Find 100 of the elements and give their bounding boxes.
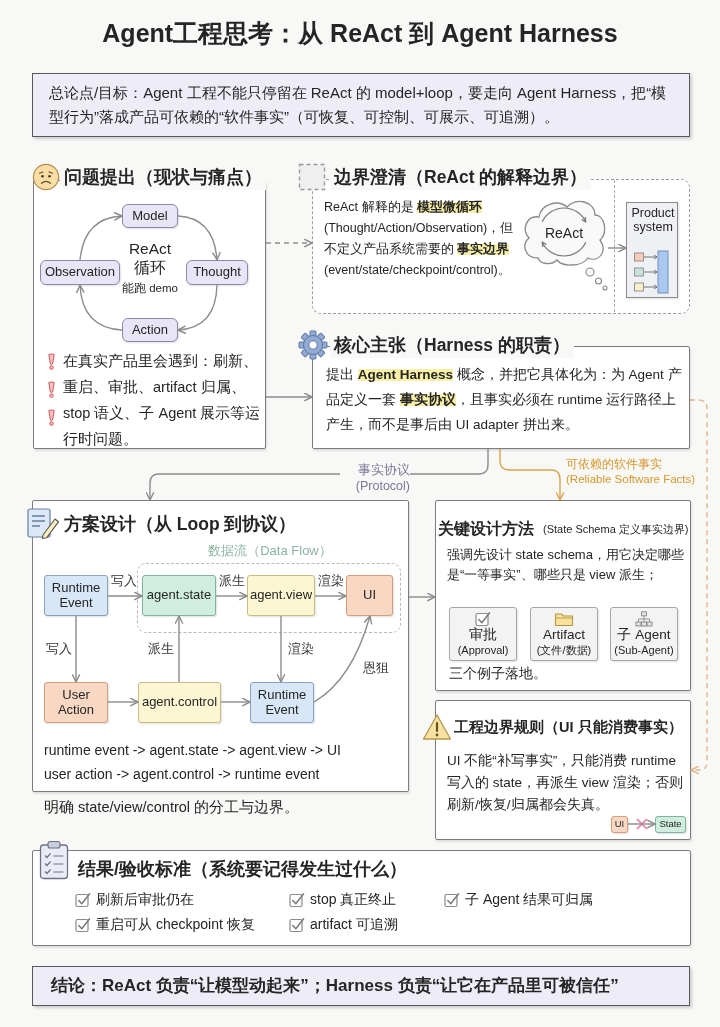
summary-text: 总论点/目标：Agent 工程不能只停留在 ReAct 的 model+loop，要走向 Agent Harness，把“模型行为”落成产品可依赖的“软件事实”（可恢复、可控制、可展示、可追溯）。 xyxy=(49,83,668,127)
process-box xyxy=(138,682,221,723)
page-title: Agent工程思考：从 ReAct 到 Agent Harness xyxy=(102,18,618,49)
process-box xyxy=(186,260,248,285)
section-heading: 工程边界规则（UI 只能消费事实） xyxy=(454,718,683,737)
edge-label: 写入 xyxy=(111,573,137,590)
curved-arrow xyxy=(177,284,218,334)
node-label: User Action xyxy=(56,687,96,718)
section-heading: 边界澄清（ReAct 的解释边界） xyxy=(330,166,592,190)
node-label: Thought xyxy=(193,265,241,280)
dashed-group-frame xyxy=(137,542,401,633)
example-card xyxy=(610,607,678,661)
checklist-item: 刷新后审批仍在 xyxy=(96,890,194,909)
process-box xyxy=(346,575,393,616)
checklist-item: 子 Agent 结果可归属 xyxy=(465,890,594,909)
node-label: Product system xyxy=(630,206,676,234)
conclusion-text: 结论：ReAct 负责“让模型动起来”；Harness 负责“让它在产品里可被信任” xyxy=(51,975,620,998)
section-heading: 核心主张（Harness 的职责） xyxy=(330,334,574,358)
arrow xyxy=(314,591,347,601)
section-panel xyxy=(32,842,691,946)
section-heading: 关键设计方法 xyxy=(438,519,534,539)
card-subtitle: (Sub-Agent) xyxy=(614,643,674,657)
checklist-item: 重启可从 checkpoint 恢复 xyxy=(96,915,255,934)
arrow xyxy=(265,392,313,402)
edge-label: 派生 xyxy=(148,641,174,658)
node-label: agent.view xyxy=(249,588,313,603)
node-label: Runtime Event xyxy=(256,687,308,718)
curved-arrow xyxy=(177,215,221,261)
arrow xyxy=(107,591,143,601)
example-card xyxy=(530,607,598,661)
node-label: State xyxy=(659,819,682,830)
section-panel xyxy=(28,500,409,792)
cloud-label: ReAct xyxy=(544,224,584,243)
process-box xyxy=(44,682,108,723)
dashed-arrow xyxy=(265,238,313,248)
section-subheading: (State Schema 定义事实边界) xyxy=(543,522,689,537)
mini-box xyxy=(655,816,686,833)
system-box xyxy=(626,202,678,298)
process-box xyxy=(44,575,108,616)
flow-text: runtime event -> agent.state -> agent.view -> UI xyxy=(44,741,341,760)
section-panel xyxy=(296,330,690,449)
section-panel xyxy=(420,700,691,840)
arrow xyxy=(71,615,81,683)
summary-banner xyxy=(32,73,690,137)
edge-label: 派生 xyxy=(219,573,245,590)
arrow xyxy=(607,243,627,253)
node-label: agent.state xyxy=(146,588,212,603)
process-box xyxy=(142,575,216,616)
body-text: 三个例子落地。 xyxy=(449,665,547,683)
example-card xyxy=(449,607,517,661)
body-text: 在真实产品里会遇到：刷新、重启、审批、artifact 归属、stop 语义、子 Agent 展示等运行时问题。 xyxy=(63,352,262,449)
node-label: agent.control xyxy=(141,695,218,710)
cycle-label: ReAct 循环 xyxy=(127,240,173,278)
node-label: Model xyxy=(132,208,168,224)
curved-arrow xyxy=(313,615,373,703)
arrow xyxy=(174,615,184,683)
node-label: Runtime Event xyxy=(50,580,102,611)
section-panel xyxy=(30,163,266,449)
body-text: ReAct 解释的是 模型微循环 (Thought/Action/Observation)，但不定义产品系统需要的 事实边界 (event/state/checkpoint/control)。 xyxy=(324,199,515,279)
caption-text: 明确 state/view/control 的分工与边界。 xyxy=(44,798,300,817)
process-box xyxy=(40,260,120,285)
section-heading: 方案设计（从 Loop 到协议） xyxy=(64,513,297,536)
process-box xyxy=(122,204,178,228)
card-title: 子 Agent xyxy=(617,627,671,644)
edge-label: 可依赖的软件事实 (Reliable Software Facts) xyxy=(566,457,698,487)
arrow xyxy=(220,697,251,707)
flow-text: user action -> agent.control -> runtime event xyxy=(44,765,320,784)
body-text: 提出 Agent Harness 概念，并把它具体化为：为 Agent 产品定义一套 事实协议，且事实必须在 runtime 运行路径上产生，而不是事后由 UI adapter 拼出来。 xyxy=(326,366,683,434)
group-title: 数据流（Data Flow） xyxy=(208,542,332,560)
process-box xyxy=(250,682,314,723)
node-label: UI xyxy=(363,588,376,603)
node-label: Action xyxy=(131,322,169,338)
arrow xyxy=(408,592,436,602)
process-box xyxy=(247,575,315,616)
cycle-caption: 能跑 demo xyxy=(122,281,178,296)
arrow xyxy=(499,448,565,501)
card-title: 审批 xyxy=(469,627,497,644)
card-subtitle: (文件/数据) xyxy=(536,643,592,657)
node-label: UI xyxy=(614,819,625,830)
dashed-panel xyxy=(296,162,690,314)
card-title: Artifact xyxy=(543,627,585,644)
section-heading: 问题提出（现状与痛点） xyxy=(60,166,266,190)
curved-arrow xyxy=(76,284,123,331)
edge-label: 渲染 xyxy=(318,573,344,590)
process-box xyxy=(122,318,178,342)
checklist-item: stop 真正终止 xyxy=(310,890,397,909)
edge-label: 渲染 xyxy=(288,641,314,658)
edge-label: 事实协议 (Protocol) xyxy=(340,462,410,495)
section-heading: 结果/验收标准（系统要记得发生过什么） xyxy=(78,858,407,881)
checklist-item: artifact 可追溯 xyxy=(310,915,398,934)
dashed-arrow xyxy=(689,399,708,775)
arrow xyxy=(627,819,656,829)
node-label: Observation xyxy=(44,265,116,280)
arrow xyxy=(107,697,139,707)
arrow xyxy=(215,591,248,601)
edge-label: 写入 xyxy=(46,641,72,658)
arrow xyxy=(276,615,286,683)
curved-arrow xyxy=(79,212,123,261)
conclusion-banner xyxy=(32,966,690,1006)
body-text: 强调先设计 state schema，用它决定哪些是“一等事实”、哪些只是 view 派生； xyxy=(447,546,685,585)
